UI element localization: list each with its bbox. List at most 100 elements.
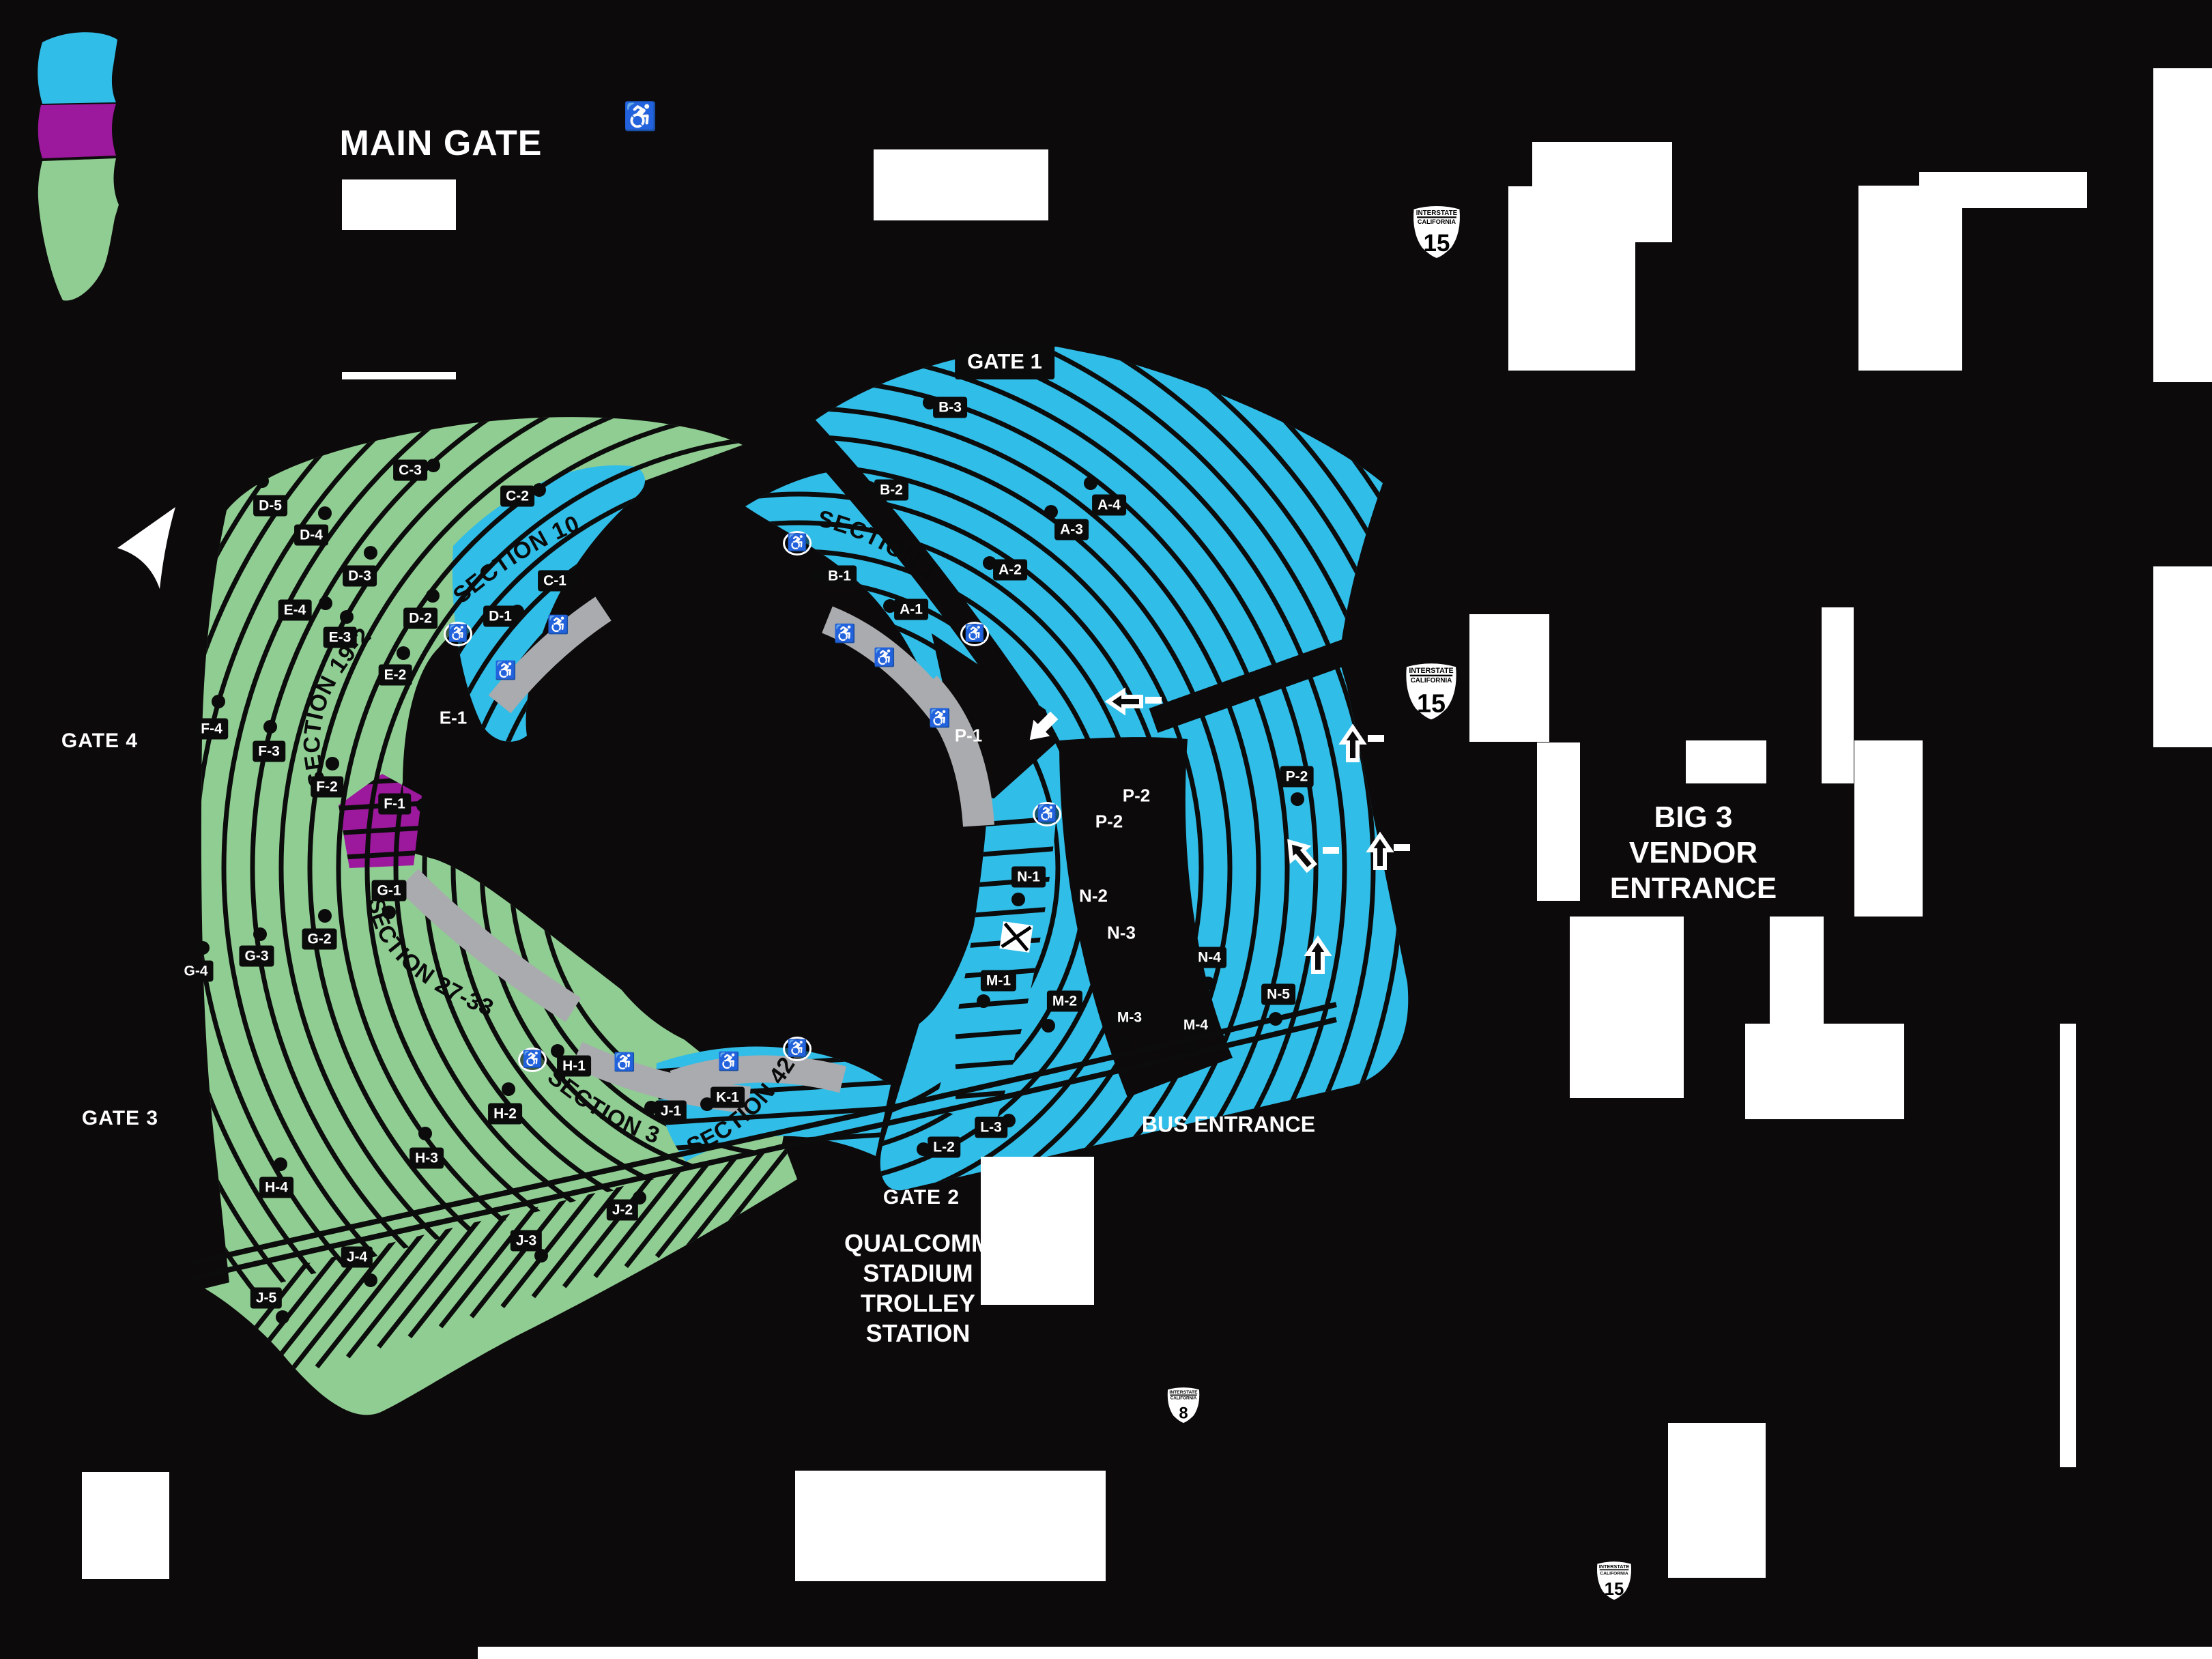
row-dot <box>253 927 267 941</box>
wheelchair-icon: ♿ <box>783 1037 811 1061</box>
row-dot <box>382 906 396 919</box>
row-dot <box>212 695 225 708</box>
wheelchair-icon: ♿ <box>444 622 472 646</box>
wheelchair-icon: ♿ <box>613 1052 636 1072</box>
building <box>1686 740 1766 783</box>
bus-entrance-label: BUS ENTRANCE <box>1141 1112 1316 1137</box>
row-dot <box>1117 1034 1131 1048</box>
row-dot <box>1183 1041 1197 1055</box>
gate-1-label: GATE 1 <box>955 344 1054 379</box>
row-dot <box>883 599 897 613</box>
svg-text:CALIFORNIA: CALIFORNIA <box>1411 677 1452 684</box>
wheelchair-icon: ♿ <box>1033 802 1061 826</box>
row-dot <box>534 1249 548 1263</box>
building <box>1668 1423 1766 1578</box>
building <box>1508 186 1635 371</box>
svg-text:CALIFORNIA: CALIFORNIA <box>1600 1571 1628 1576</box>
gate-2-label: GATE 2 <box>882 1186 960 1209</box>
row-marker-F-1: F-1 <box>378 793 411 815</box>
row-marker-J-5: J-5 <box>250 1287 283 1309</box>
arrow-dash <box>1368 735 1384 742</box>
walkway <box>488 596 612 714</box>
row-marker-A-4: A-4 <box>1092 494 1126 516</box>
row-marker-C-3: C-3 <box>393 459 427 481</box>
area-n2-label: N-2 <box>1079 885 1108 906</box>
row-dot <box>416 798 430 812</box>
wheelchair-icon: ♿ <box>623 102 657 132</box>
road <box>788 412 1039 719</box>
row-marker-B-3: B-3 <box>933 396 967 418</box>
row-marker-L-2: L-2 <box>928 1136 960 1158</box>
stadium-bowl <box>573 650 988 1062</box>
row-dot <box>977 994 990 1008</box>
row-marker-C-2: C-2 <box>500 485 534 507</box>
row-marker-N-1: N-1 <box>1011 866 1046 888</box>
row-marker-G-3: G-3 <box>239 945 274 967</box>
row-dot <box>1084 476 1097 490</box>
svg-text:CALIFORNIA: CALIFORNIA <box>1170 1396 1197 1401</box>
row-dot <box>274 1157 287 1171</box>
row-marker-N-5: N-5 <box>1261 983 1295 1005</box>
row-dot <box>1011 893 1025 906</box>
row-dot <box>917 1142 930 1156</box>
row-dot <box>364 546 377 560</box>
row-dot <box>1291 792 1304 806</box>
row-marker-L-3: L-3 <box>975 1116 1007 1138</box>
row-dot <box>426 589 440 603</box>
svg-text:15: 15 <box>1424 230 1450 257</box>
legend-green-lot <box>38 158 119 301</box>
row-dot <box>810 569 824 583</box>
svg-text:INTERSTATE: INTERSTATE <box>1599 1563 1630 1570</box>
row-marker-J-3: J-3 <box>510 1230 543 1252</box>
building <box>2153 68 2212 382</box>
building <box>1570 917 1684 1098</box>
row-marker-A-2: A-2 <box>993 559 1027 581</box>
row-marker-F-4: F-4 <box>195 718 228 740</box>
building <box>478 1647 2212 1659</box>
wheelchair-icon: ♿ <box>960 622 989 646</box>
gate-4-label: GATE 4 <box>61 730 139 752</box>
flow-arrow-icon <box>1287 839 1318 874</box>
row-marker-D-4: D-4 <box>294 524 328 546</box>
building <box>1469 614 1549 742</box>
row-marker-E-3: E-3 <box>323 626 357 648</box>
row-marker-M-3: M-3 <box>1111 1007 1148 1028</box>
svg-text:INTERSTATE: INTERSTATE <box>1169 1390 1198 1395</box>
row-marker-N-4: N-4 <box>1192 947 1226 968</box>
building <box>981 1157 1094 1305</box>
row-dot <box>427 459 440 472</box>
row-dot <box>863 481 876 495</box>
row-dot <box>196 941 210 955</box>
building <box>1854 740 1923 917</box>
svg-text:15: 15 <box>1417 689 1446 718</box>
row-dot <box>340 610 354 624</box>
building <box>874 149 1048 220</box>
row-marker-G-1: G-1 <box>371 880 407 901</box>
row-marker-D-1: D-1 <box>483 605 517 627</box>
row-dot <box>326 757 339 770</box>
row-marker-D-2: D-2 <box>403 607 437 629</box>
area-p2b-label: P-2 <box>1095 811 1123 832</box>
row-marker-G-2: G-2 <box>302 928 337 950</box>
row-marker-B-1: B-1 <box>822 565 857 587</box>
gate-3-label: GATE 3 <box>81 1107 159 1129</box>
lot-blue-sec10-18 <box>452 465 646 742</box>
arrow-dash <box>1145 697 1162 704</box>
row-marker-J-4: J-4 <box>341 1246 373 1268</box>
row-marker-P-2: P-2 <box>1280 766 1314 788</box>
row-marker-A-1: A-1 <box>894 598 928 620</box>
svg-text:CALIFORNIA: CALIFORNIA <box>1418 218 1456 225</box>
wheelchair-icon: ♿ <box>833 623 857 644</box>
row-marker-H-1: H-1 <box>557 1055 591 1077</box>
row-dot <box>397 646 410 660</box>
row-marker-J-2: J-2 <box>606 1199 639 1221</box>
row-dot <box>255 474 269 488</box>
wheelchair-icon: ♿ <box>518 1048 547 1072</box>
wheelchair-icon: ♿ <box>494 660 517 680</box>
area-p1-label: P-1 <box>954 725 983 746</box>
